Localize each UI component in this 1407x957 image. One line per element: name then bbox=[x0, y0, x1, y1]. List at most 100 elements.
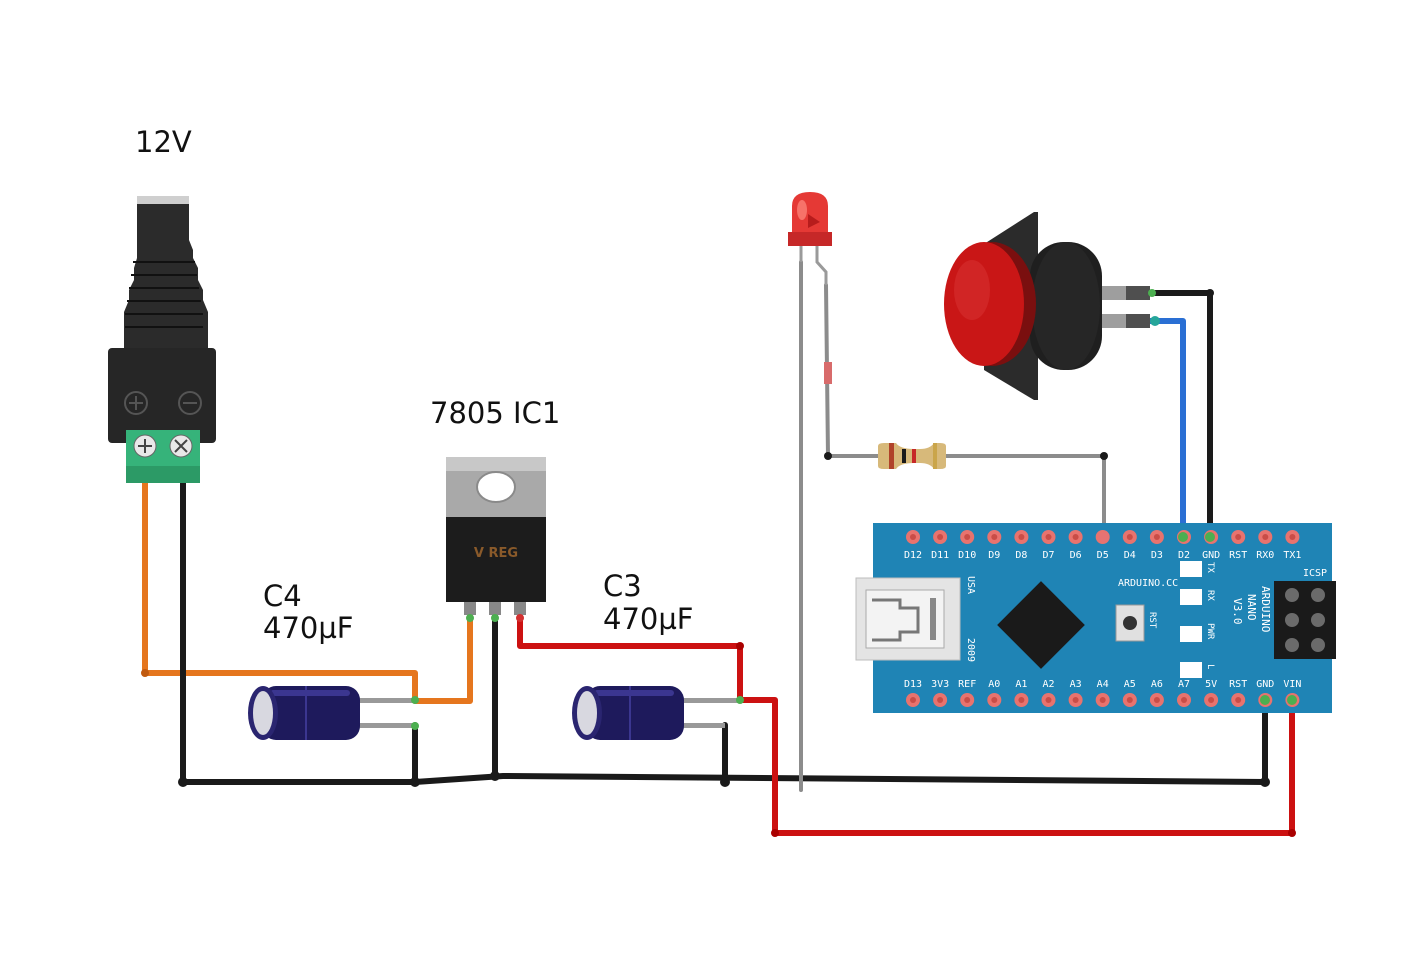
board-brand: ARDUINO.CC bbox=[1118, 578, 1178, 589]
supply-label: 12V bbox=[135, 125, 192, 159]
bottom-pin-label: A1 bbox=[1015, 679, 1027, 690]
junction-dot bbox=[736, 642, 744, 650]
top-pin-hole bbox=[1262, 534, 1269, 540]
year-label: 2009 bbox=[965, 638, 976, 662]
junctions bbox=[141, 289, 1296, 837]
board-model-line1: ARDUINO bbox=[1259, 586, 1272, 632]
junction-dot bbox=[178, 777, 188, 787]
top-pin-label: D10 bbox=[958, 550, 976, 561]
top-pin-hole bbox=[1072, 534, 1079, 540]
junction-dot bbox=[824, 452, 832, 460]
junction-dot bbox=[490, 771, 500, 781]
reset-label: RST bbox=[1147, 612, 1157, 629]
dc-power-jack bbox=[108, 196, 216, 483]
junction-dot bbox=[410, 777, 420, 787]
top-pin-label: RX0 bbox=[1256, 550, 1274, 561]
bottom-pin-label: GND bbox=[1256, 679, 1274, 690]
top-pin-label: RST bbox=[1229, 550, 1247, 561]
top-pin-label: D4 bbox=[1124, 550, 1136, 561]
bottom-pin-label: A4 bbox=[1097, 679, 1109, 690]
top-pin-hole bbox=[937, 534, 944, 540]
wire-button-signal bbox=[1147, 318, 1186, 540]
top-pin-label: D2 bbox=[1178, 550, 1190, 561]
resistor bbox=[878, 443, 946, 469]
bottom-pin-label: VIN bbox=[1283, 679, 1301, 690]
icsp-label: ICSP bbox=[1303, 568, 1327, 579]
bottom-pin-label: A7 bbox=[1178, 679, 1190, 690]
junction-dot bbox=[771, 829, 779, 837]
bottom-pin-label: 3V3 bbox=[931, 679, 949, 690]
top-pin-hole bbox=[964, 534, 971, 540]
bottom-pin-label: REF bbox=[958, 679, 976, 690]
junction-dot bbox=[720, 777, 730, 787]
top-pin-hole bbox=[1018, 534, 1025, 540]
top-pin-hole bbox=[1235, 534, 1242, 540]
bottom-pin-hole bbox=[1099, 697, 1106, 703]
bottom-pin-label: A3 bbox=[1070, 679, 1082, 690]
voltage-regulator: V REG bbox=[446, 457, 546, 622]
capacitor-c3 bbox=[572, 686, 744, 740]
bottom-pin-hole bbox=[1153, 697, 1160, 703]
bottom-pin-hole bbox=[1235, 697, 1242, 703]
c4-name-label: C4 bbox=[263, 579, 302, 613]
bottom-pin-hole bbox=[1072, 697, 1079, 703]
junction-dot bbox=[1288, 829, 1296, 837]
c3-name-label: C3 bbox=[603, 569, 642, 603]
top-pin-label: D7 bbox=[1042, 550, 1054, 561]
red-led bbox=[788, 192, 832, 384]
bottom-pin-label: A5 bbox=[1124, 679, 1136, 690]
top-pin-hole bbox=[1289, 534, 1296, 540]
regulator-marking: V REG bbox=[474, 546, 518, 561]
c3-value-label: 470µF bbox=[603, 602, 693, 636]
regulator-label: 7805 IC1 bbox=[430, 396, 560, 430]
top-pin-hole bbox=[1153, 534, 1160, 540]
top-pin-label: D12 bbox=[904, 550, 922, 561]
top-pin-label: D3 bbox=[1151, 550, 1163, 561]
junction-dot bbox=[141, 669, 149, 677]
led-pwr-label: PWR bbox=[1205, 623, 1215, 640]
junction-dot bbox=[1260, 777, 1270, 787]
bottom-pin-label: A2 bbox=[1042, 679, 1054, 690]
junction-dot bbox=[1100, 452, 1108, 460]
bottom-pin-label: 5V bbox=[1205, 679, 1217, 690]
wire-12v-positive bbox=[142, 477, 473, 704]
plus-icon bbox=[124, 391, 148, 415]
bottom-pin-hole bbox=[1018, 697, 1025, 703]
top-pin-hole bbox=[1126, 534, 1133, 540]
top-pin-label: D8 bbox=[1015, 550, 1027, 561]
push-button bbox=[944, 212, 1160, 400]
top-pin-label: D6 bbox=[1070, 550, 1082, 561]
bottom-pin-label: RST bbox=[1229, 679, 1247, 690]
wire-regulator-output bbox=[517, 612, 1295, 836]
top-pin-hole bbox=[1045, 534, 1052, 540]
bottom-pin-label: D13 bbox=[904, 679, 922, 690]
top-pin-label: D9 bbox=[988, 550, 1000, 561]
bottom-pin-hole bbox=[1208, 697, 1215, 703]
bottom-pin-hole bbox=[910, 697, 916, 703]
top-pin-label: TX1 bbox=[1283, 550, 1301, 561]
led-rx-label: RX bbox=[1205, 590, 1215, 601]
led-tx-label: TX bbox=[1205, 562, 1215, 573]
bottom-pin-hole bbox=[1045, 697, 1052, 703]
bottom-pin-hole bbox=[964, 697, 971, 703]
led-l-label: L bbox=[1205, 664, 1215, 669]
junction-dot bbox=[1206, 289, 1214, 297]
capacitor-c4 bbox=[248, 686, 419, 740]
top-pin-label: GND bbox=[1202, 550, 1220, 561]
top-pin-label: D5 bbox=[1097, 550, 1109, 561]
bottom-pin-hole bbox=[991, 697, 998, 703]
c4-value-label: 470µF bbox=[263, 611, 353, 645]
bottom-pin-hole bbox=[1126, 697, 1133, 703]
bottom-pin-hole bbox=[937, 697, 944, 703]
board-model-line2: NANO bbox=[1245, 594, 1258, 621]
board-model-line3: V3.0 bbox=[1231, 598, 1244, 625]
bottom-pin-label: A6 bbox=[1151, 679, 1163, 690]
top-pin-hole bbox=[991, 534, 998, 540]
minus-icon bbox=[178, 391, 202, 415]
top-pin-hole bbox=[910, 534, 916, 540]
wire-ground-bus bbox=[180, 773, 1268, 785]
